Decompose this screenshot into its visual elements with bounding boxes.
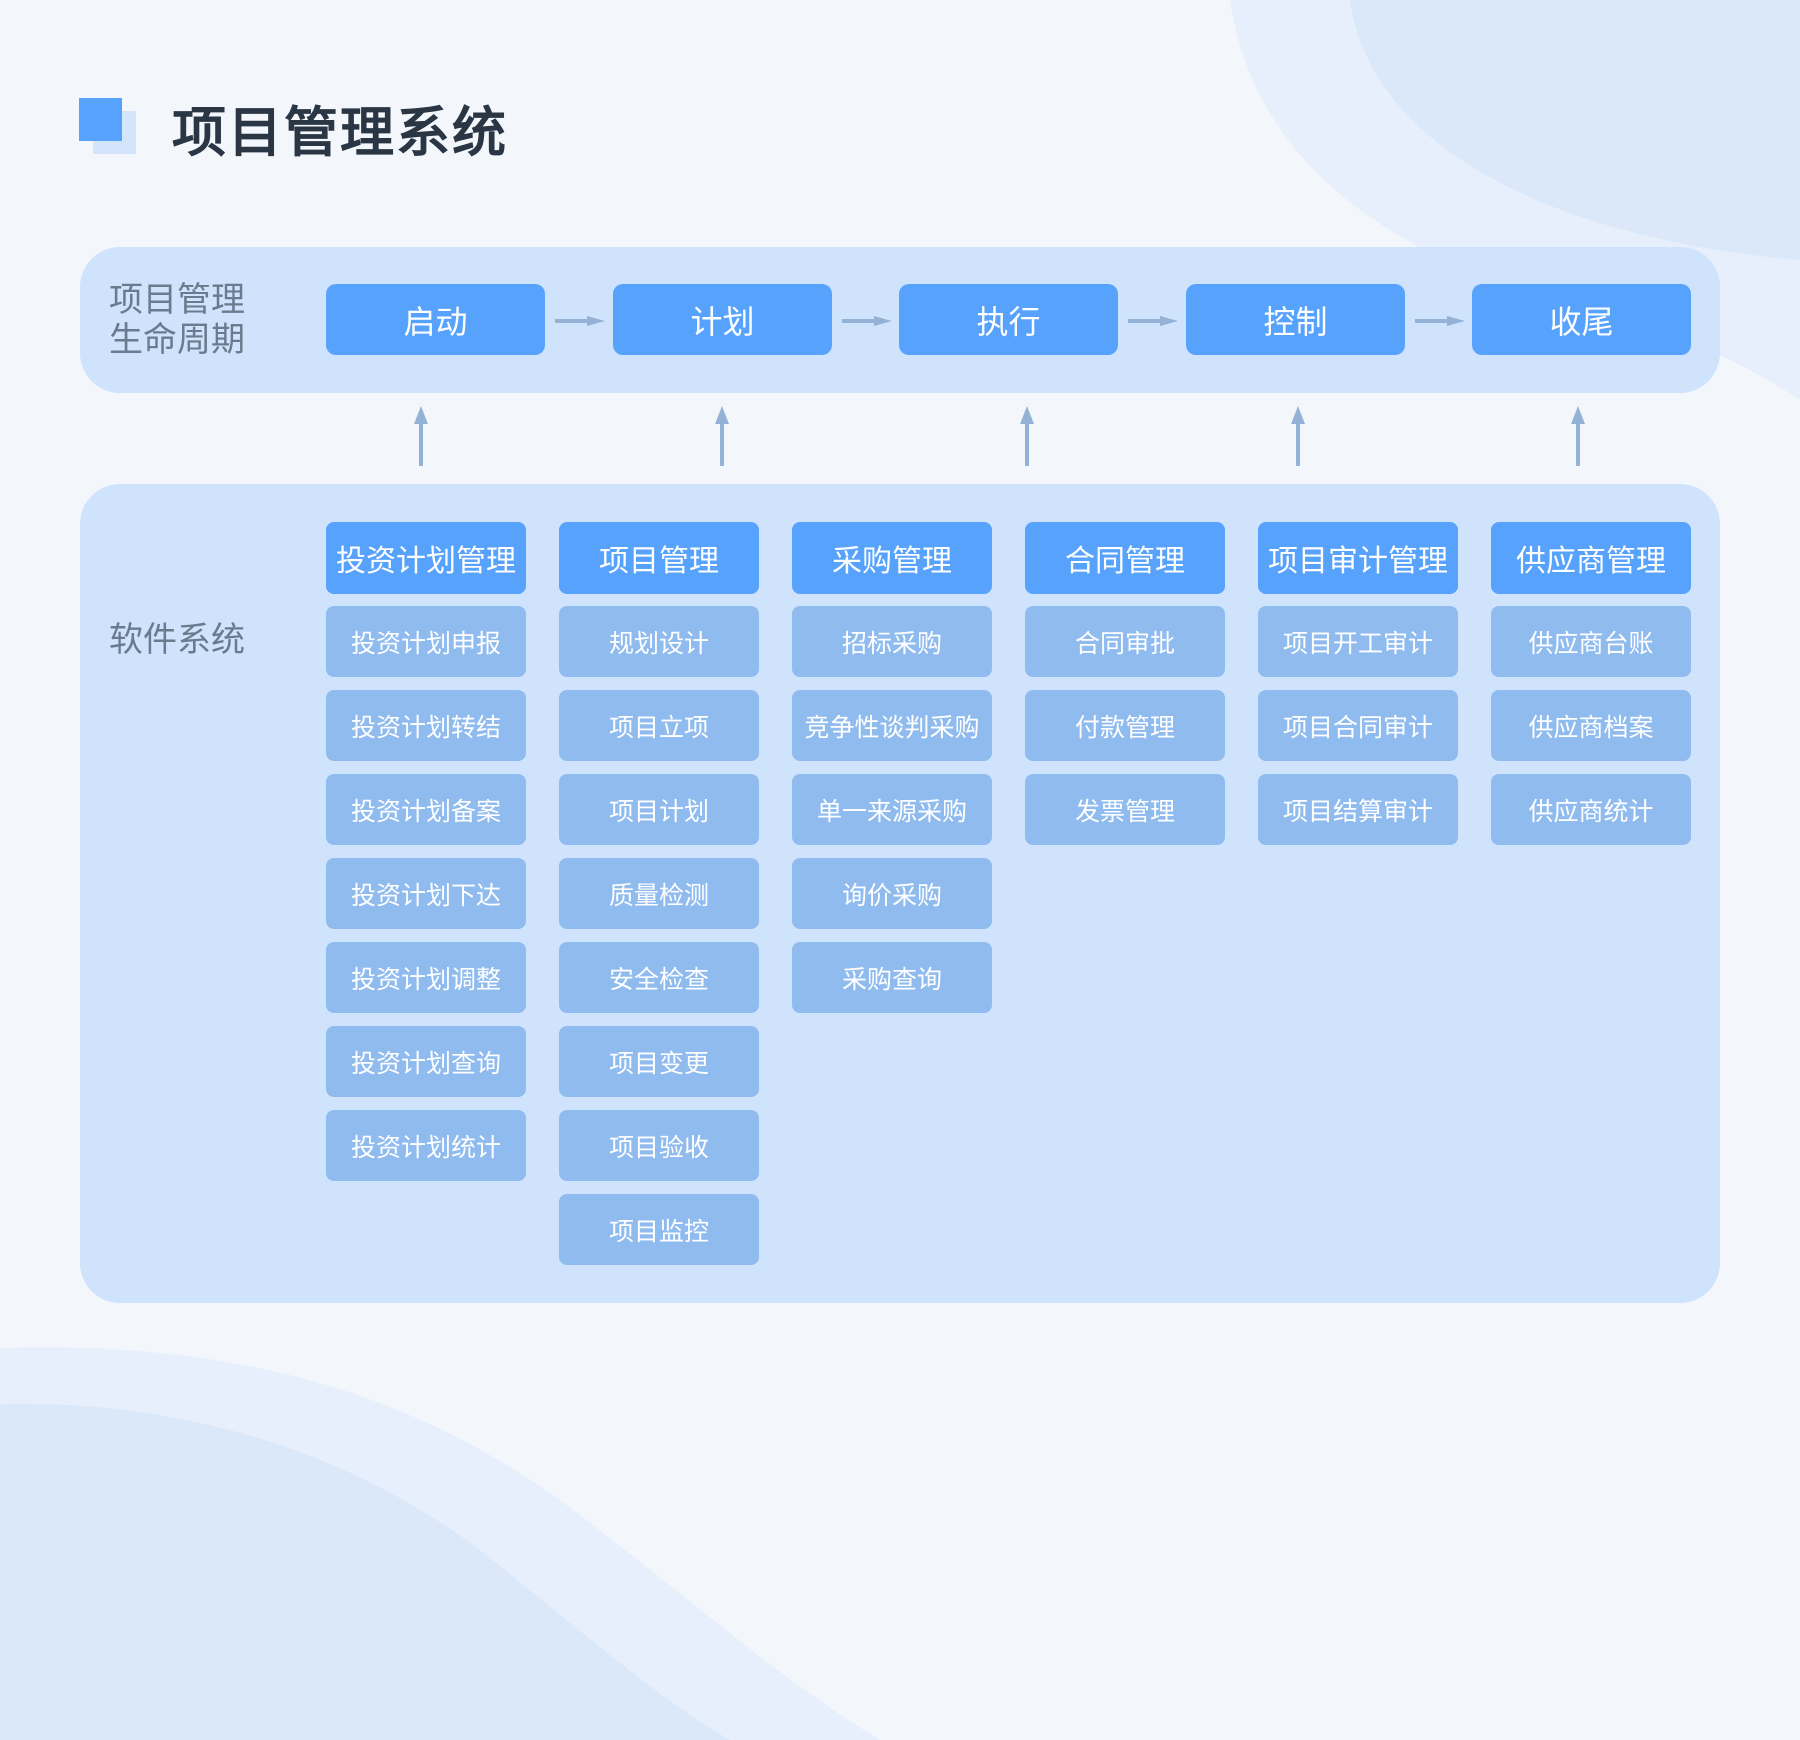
arrow-right-icon <box>1128 316 1178 326</box>
lifecycle-label: 项目管理 生命周期 <box>109 280 245 360</box>
module-column: 项目审计管理项目开工审计项目合同审计项目结算审计 <box>1258 522 1458 858</box>
module-item: 质量检测 <box>559 858 759 929</box>
module-item: 合同审批 <box>1025 606 1225 677</box>
arrow-up-icon <box>1020 406 1034 466</box>
module-item: 单一来源采购 <box>792 774 992 845</box>
module-header: 采购管理 <box>792 522 992 594</box>
module-item: 采购查询 <box>792 942 992 1013</box>
arrow-right-icon <box>1415 316 1465 326</box>
module-header: 投资计划管理 <box>326 522 526 594</box>
module-item: 项目立项 <box>559 690 759 761</box>
module-item: 投资计划申报 <box>326 606 526 677</box>
phase-box: 计划 <box>613 284 832 355</box>
module-item: 项目计划 <box>559 774 759 845</box>
lifecycle-label-line2: 生命周期 <box>109 320 245 360</box>
module-column: 采购管理招标采购竞争性谈判采购单一来源采购询价采购采购查询 <box>792 522 992 1026</box>
module-item: 投资计划调整 <box>326 942 526 1013</box>
arrow-right-icon <box>842 316 892 326</box>
page-title: 项目管理系统 <box>172 101 508 164</box>
module-header: 项目审计管理 <box>1258 522 1458 594</box>
module-header: 项目管理 <box>559 522 759 594</box>
phase-box: 执行 <box>899 284 1118 355</box>
module-item: 供应商台账 <box>1491 606 1691 677</box>
module-item: 项目开工审计 <box>1258 606 1458 677</box>
module-item: 投资计划统计 <box>326 1110 526 1181</box>
arrow-up-icon <box>1291 406 1305 466</box>
module-item: 投资计划转结 <box>326 690 526 761</box>
module-item: 付款管理 <box>1025 690 1225 761</box>
module-item: 供应商档案 <box>1491 690 1691 761</box>
module-item: 项目结算审计 <box>1258 774 1458 845</box>
module-item: 询价采购 <box>792 858 992 929</box>
arrow-up-icon <box>414 406 428 466</box>
module-item: 投资计划备案 <box>326 774 526 845</box>
module-item: 供应商统计 <box>1491 774 1691 845</box>
module-item: 投资计划下达 <box>326 858 526 929</box>
module-item: 项目合同审计 <box>1258 690 1458 761</box>
module-item: 发票管理 <box>1025 774 1225 845</box>
background-wave-bottom-left-inner <box>0 1403 730 1740</box>
arrow-up-icon <box>1571 406 1585 466</box>
module-item: 投资计划查询 <box>326 1026 526 1097</box>
phase-box: 控制 <box>1186 284 1405 355</box>
arrow-right-icon <box>555 316 605 326</box>
module-column: 供应商管理供应商台账供应商档案供应商统计 <box>1491 522 1691 858</box>
module-item: 项目变更 <box>559 1026 759 1097</box>
software-label: 软件系统 <box>109 620 245 660</box>
module-column: 投资计划管理投资计划申报投资计划转结投资计划备案投资计划下达投资计划调整投资计划… <box>326 522 526 1194</box>
module-item: 安全检查 <box>559 942 759 1013</box>
arrow-up-icon <box>715 406 729 466</box>
lifecycle-label-line1: 项目管理 <box>109 280 245 320</box>
module-header: 合同管理 <box>1025 522 1225 594</box>
module-item: 规划设计 <box>559 606 759 677</box>
phase-box: 启动 <box>326 284 545 355</box>
title-icon <box>79 98 122 141</box>
module-column: 合同管理合同审批付款管理发票管理 <box>1025 522 1225 858</box>
module-item: 项目监控 <box>559 1194 759 1265</box>
module-item: 招标采购 <box>792 606 992 677</box>
module-item: 项目验收 <box>559 1110 759 1181</box>
module-column: 项目管理规划设计项目立项项目计划质量检测安全检查项目变更项目验收项目监控 <box>559 522 759 1278</box>
background-wave-top-right-inner <box>1350 0 1800 260</box>
phase-box: 收尾 <box>1472 284 1691 355</box>
module-header: 供应商管理 <box>1491 522 1691 594</box>
module-item: 竞争性谈判采购 <box>792 690 992 761</box>
